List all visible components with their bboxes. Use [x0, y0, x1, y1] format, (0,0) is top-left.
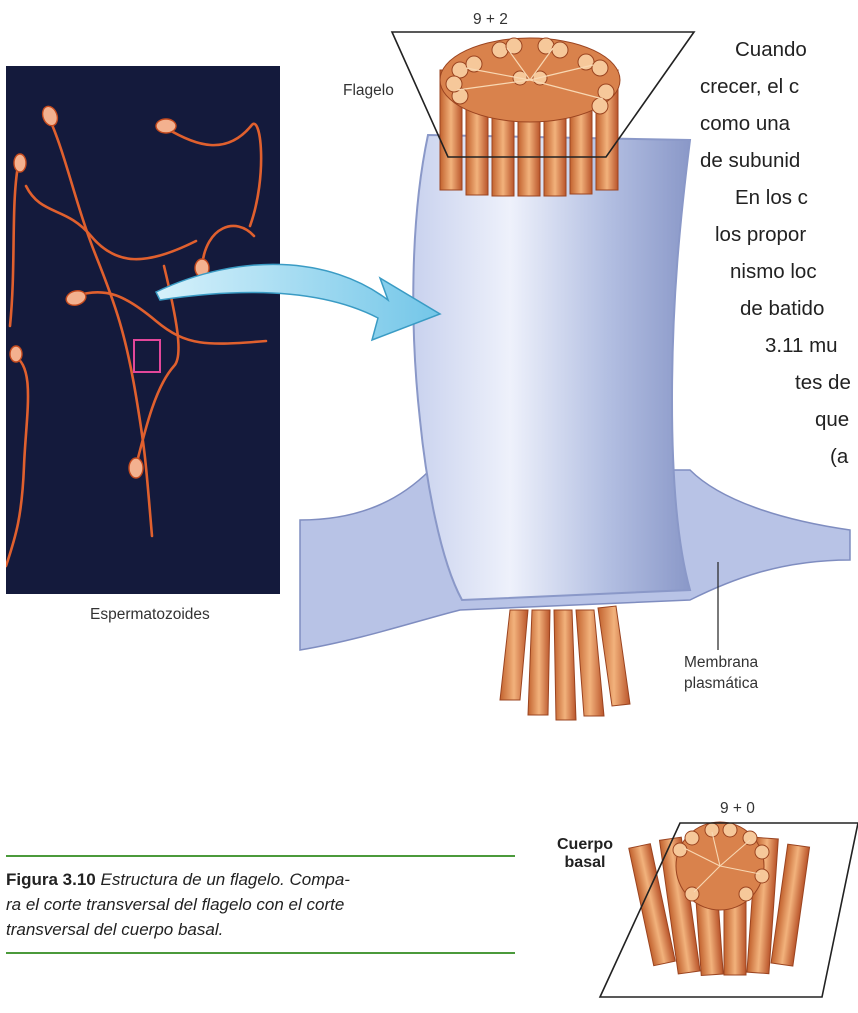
body-text-line-2: crecer, el c	[700, 74, 799, 101]
label-cuerpo-basal: Cuerpo basal	[557, 836, 613, 873]
body-text-line-9: 3.11 mu	[765, 333, 838, 360]
basal-microtubules	[500, 606, 630, 720]
figure-caption-line-1: Estructura de un flagelo. Compa-	[96, 870, 350, 889]
body-text-line-10: tes de	[795, 370, 851, 397]
body-text-line-4: de subunid	[700, 148, 800, 175]
figure-caption-line-3: transversal del cuerpo basal.	[6, 920, 223, 939]
label-membrana-line1: Membrana	[684, 652, 758, 673]
body-text-line-1: Cuando	[735, 37, 807, 64]
label-membrana-line2: plasmática	[684, 673, 758, 694]
body-text-line-11: que	[815, 407, 849, 434]
pointer-arrow	[156, 264, 440, 340]
figure-caption-line-2: ra el corte transversal del flagelo con …	[6, 895, 344, 914]
label-espermatozoides: Espermatozoides	[90, 606, 210, 624]
basal-body	[629, 822, 810, 976]
body-text-line-3: como una	[700, 111, 790, 138]
label-membrana-plasmatica: Membrana plasmática	[684, 652, 758, 694]
body-text-line-12: (a	[830, 444, 848, 471]
label-9-0: 9 + 0	[720, 800, 755, 818]
figure-caption-box: Figura 3.10 Estructura de un flagelo. Co…	[6, 855, 515, 954]
body-text-line-6: los propor	[715, 222, 806, 249]
body-text-line-5: En los c	[735, 185, 808, 212]
label-cuerpo-line2: basal	[557, 854, 613, 872]
figure-number: Figura 3.10	[6, 870, 96, 889]
flagellum-membrane-tube	[413, 135, 690, 600]
label-9-2: 9 + 2	[473, 11, 508, 29]
body-text-line-8: de batido	[740, 296, 824, 323]
label-flagelo: Flagelo	[343, 82, 394, 100]
label-cuerpo-line1: Cuerpo	[557, 836, 613, 854]
body-text-line-7: nismo loc	[730, 259, 817, 286]
figure-caption: Figura 3.10 Estructura de un flagelo. Co…	[6, 867, 515, 942]
